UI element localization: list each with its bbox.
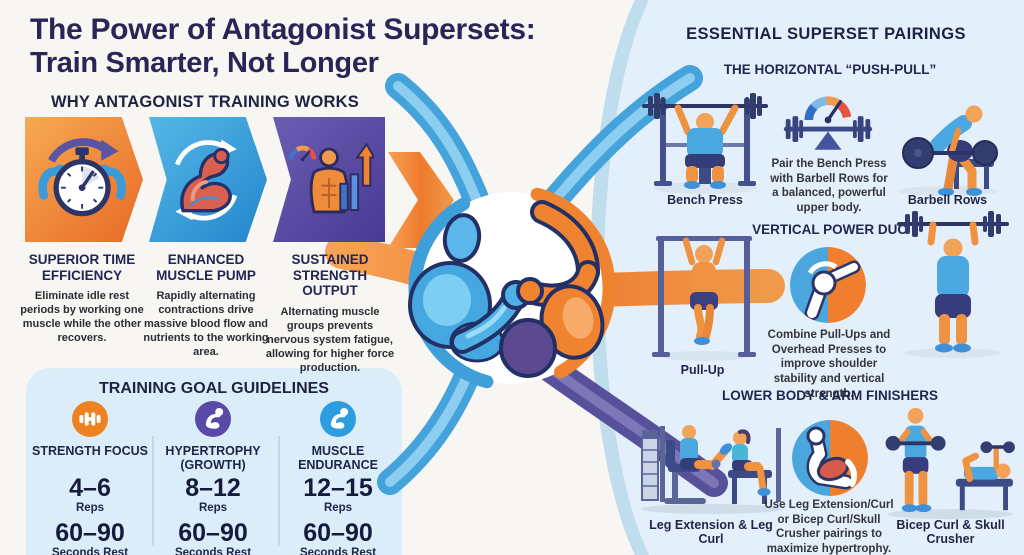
bicep-icon <box>320 401 356 437</box>
page-title-line1: The Power of Antagonist Supersets: <box>30 13 536 46</box>
goal-reps-value: 4–6 <box>69 474 111 502</box>
bench-press-illustration <box>642 93 768 194</box>
why-text-strength-output: SUSTAINED STRENGTH OUTPUT Alternating mu… <box>264 252 396 375</box>
why-card-title: SUPERIOR TIME EFFICIENCY <box>28 252 136 283</box>
pairing-row2-title: VERTICAL POWER DUO <box>752 222 908 237</box>
training-goals-panel <box>26 368 402 555</box>
goal-title: MUSCLE ENDURANCE <box>298 444 378 472</box>
orange-chevron-arrow <box>388 152 454 248</box>
bicep-icon <box>195 401 231 437</box>
why-card-muscle-pump <box>149 117 267 242</box>
why-card-description: Rapidly alternating contractions drive m… <box>143 290 269 359</box>
stopwatch-arms-icon <box>38 137 126 216</box>
why-card-title: ENHANCED MUSCLE PUMP <box>156 252 256 283</box>
leg-extension-curl-illustration <box>641 425 781 514</box>
goal-rest-label: Seconds Rest <box>299 547 377 555</box>
why-text-time-efficiency: SUPERIOR TIME EFFICIENCY Eliminate idle … <box>16 252 148 345</box>
shoulder-joint-icon <box>790 247 866 323</box>
training-goals-heading: TRAINING GOAL GUIDELINES <box>99 380 329 397</box>
goal-title: STRENGTH FOCUS <box>32 444 148 458</box>
flexed-arm-pump-icon <box>175 139 238 221</box>
why-card-time-efficiency <box>25 117 143 242</box>
goal-rest-label: Seconds Rest <box>51 547 129 555</box>
why-text-muscle-pump: ENHANCED MUSCLE PUMP Rapidly alternating… <box>140 252 272 359</box>
pairing-row1-title: THE HORIZONTAL “PUSH-PULL” <box>723 62 937 77</box>
goal-reps-label: Reps <box>75 502 105 514</box>
bench-press-label: Bench Press <box>667 193 743 207</box>
goal-column-divider <box>152 436 154 546</box>
pairing-row1-description: Pair the Bench Press with Barbell Rows f… <box>770 158 888 215</box>
bicep-muscle-icon <box>792 420 868 496</box>
dumbbell-icon <box>72 401 108 437</box>
leg-extension-curl-label: Leg Extension & Leg Curl <box>649 518 773 547</box>
why-card-title: SUSTAINED STRENGTH OUTPUT <box>291 252 369 299</box>
bicep-curl-skull-crusher-illustration <box>885 407 1015 520</box>
goal-rest-value: 60–90 <box>55 519 125 547</box>
pairing-row3-description: Use Leg Extension/Curl or Bicep Curl/Sku… <box>764 499 894 555</box>
why-card-strength-output <box>273 117 385 242</box>
barbell-rows-label: Barbell Rows <box>907 193 988 207</box>
page-title: The Power of Antagonist Supersets: Train… <box>30 12 536 81</box>
goal-reps-value: 12–15 <box>303 474 373 502</box>
goal-column-strength: STRENGTH FOCUS 4–6 Reps 60–90 Seconds Re… <box>32 401 148 555</box>
goal-column-divider <box>278 436 280 546</box>
barbell-rows-illustration <box>898 105 998 196</box>
goal-rest-label: Seconds Rest <box>174 547 252 555</box>
balance-gauge-icon <box>783 96 873 150</box>
torso-gauge-chart-icon <box>289 142 375 213</box>
pairings-heading: ESSENTIAL SUPERSET PAIRINGS <box>686 25 966 43</box>
blue-athlete-figure <box>408 213 531 363</box>
goal-title: HYPERTROPHY (GROWTH) <box>165 444 261 472</box>
goal-column-endurance: MUSCLE ENDURANCE 12–15 Reps 60–90 Second… <box>280 401 396 555</box>
pairing-row3-title: LOWER BODY & ARM FINISHERS <box>721 388 938 403</box>
bicep-curl-skull-crusher-label: Bicep Curl & Skull Crusher <box>896 518 1005 547</box>
goal-reps-label: Reps <box>323 502 353 514</box>
goal-reps-label: Reps <box>198 502 228 514</box>
goal-rest-value: 60–90 <box>303 519 373 547</box>
goal-reps-value: 8–12 <box>185 474 241 502</box>
why-card-description: Eliminate idle rest periods by working o… <box>20 290 144 345</box>
page-title-line2: Train Smarter, Not Longer <box>30 47 379 80</box>
why-section-heading: WHY ANTAGONIST TRAINING WORKS <box>51 93 359 111</box>
center-emblem <box>408 187 616 389</box>
orange-athlete-figure <box>499 200 605 378</box>
pairing-row2-description: Combine Pull-Ups and Overhead Presses to… <box>767 329 891 400</box>
pull-up-label: Pull-Up <box>680 363 725 377</box>
why-card-description: Alternating muscle groups prevents nervo… <box>265 305 395 374</box>
pull-up-illustration <box>652 236 756 361</box>
goal-rest-value: 60–90 <box>178 519 248 547</box>
goal-column-hypertrophy: HYPERTROPHY (GROWTH) 8–12 Reps 60–90 Sec… <box>155 401 271 555</box>
overhead-press-illustration <box>897 211 1009 358</box>
